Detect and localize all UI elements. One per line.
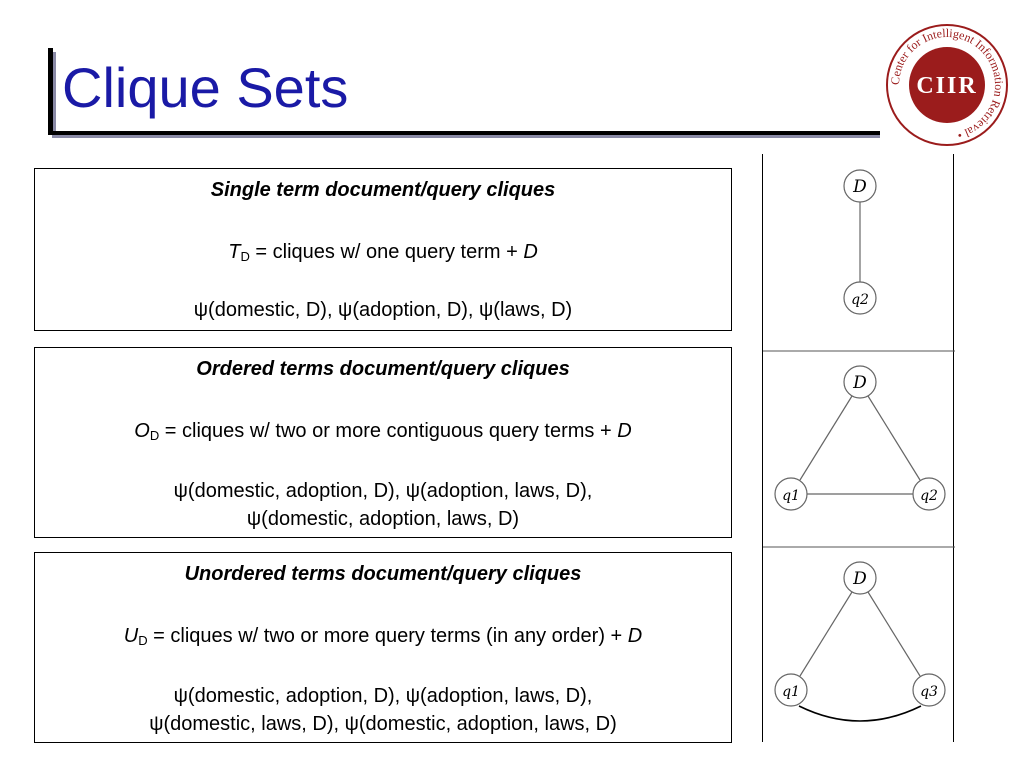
node-label: D: [852, 373, 867, 393]
graph-node: [843, 561, 877, 595]
node-label: q1: [782, 488, 800, 504]
def-sub: D: [149, 428, 160, 443]
node-label: D: [852, 177, 867, 197]
logo-main-text: CIIR: [916, 73, 977, 99]
def-sub: D: [240, 249, 250, 264]
box-definition: UD = cliques w/ two or more query terms …: [35, 625, 731, 648]
def-symbol: T: [228, 241, 241, 263]
graph-node: [843, 169, 877, 203]
box-heading: Unordered terms document/query cliques: [184, 563, 582, 585]
node-label: q1: [782, 684, 800, 700]
box-example-line: ψ(domestic, D), ψ(adoption, D), ψ(laws, …: [193, 299, 573, 321]
graph-node: [843, 365, 877, 399]
slide-title: Clique Sets: [62, 56, 349, 119]
title-accent-bar: [48, 48, 53, 134]
def-text: = cliques w/ one query term +: [249, 241, 524, 263]
box-example-line: ψ(domestic, laws, D), ψ(domestic, adopti…: [149, 713, 617, 735]
graph-single-term: D q2: [843, 169, 877, 315]
box-definition: TD = cliques w/ one query term + D: [35, 241, 731, 264]
clique-graph-column: D q2 D q1 q2 D q1 q3: [762, 154, 955, 742]
node-label: q2: [851, 292, 869, 308]
graph-node: [912, 673, 946, 707]
def-tail: D: [627, 625, 643, 647]
ciir-logo: Center for Intelligent Information Retri…: [886, 24, 1008, 146]
graph-node: [774, 477, 808, 511]
graph-unordered-terms: D q1 q3: [774, 561, 946, 722]
clique-box-ordered: Ordered terms document/query cliques OD …: [34, 347, 732, 538]
node-label: q2: [920, 488, 938, 504]
def-tail: D: [617, 420, 632, 442]
def-text: = cliques w/ two or more contiguous quer…: [159, 420, 618, 442]
def-text: = cliques w/ two or more query terms (in…: [147, 625, 628, 647]
title-underline-shadow: [52, 135, 880, 138]
def-tail: D: [523, 241, 538, 263]
title-accent-shadow: [52, 52, 56, 136]
graph-node: [912, 477, 946, 511]
box-example-line: ψ(domestic, adoption, D), ψ(adoption, la…: [173, 685, 593, 707]
graph-node: [843, 281, 877, 315]
title-underline: [48, 131, 880, 135]
def-sub: D: [138, 633, 148, 648]
node-label: D: [852, 569, 867, 589]
node-label: q3: [920, 684, 938, 700]
box-heading: Ordered terms document/query cliques: [196, 358, 570, 380]
clique-graphs: D q2 D q1 q2 D q1 q3: [763, 169, 955, 722]
graph-ordered-terms: D q1 q2: [774, 365, 946, 511]
box-example-line: ψ(domestic, adoption, laws, D): [246, 508, 520, 530]
clique-box-unordered: Unordered terms document/query cliques U…: [34, 552, 732, 743]
box-example-line: ψ(domestic, adoption, D), ψ(adoption, la…: [173, 480, 593, 502]
graph-node: [774, 673, 808, 707]
clique-box-single: Single term document/query cliques TD = …: [34, 168, 732, 331]
box-heading: Single term document/query cliques: [210, 179, 556, 201]
def-symbol: O: [134, 420, 150, 442]
def-symbol: U: [123, 625, 139, 647]
box-definition: OD = cliques w/ two or more contiguous q…: [35, 420, 731, 443]
